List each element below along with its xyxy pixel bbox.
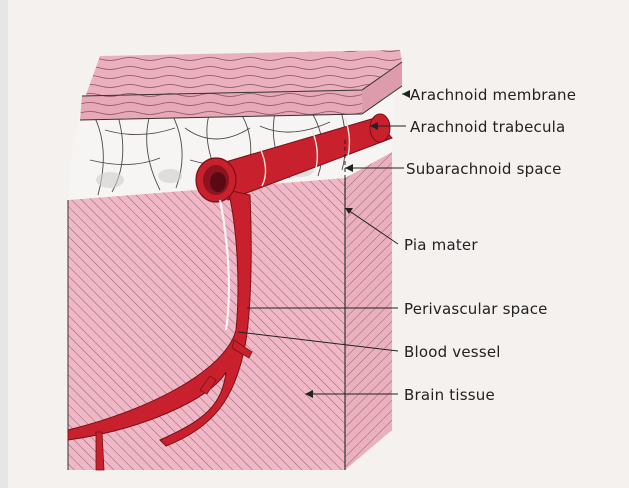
label-pia-mater: Pia mater	[404, 236, 478, 254]
label-perivascular-space: Perivascular space	[404, 300, 548, 318]
label-arachnoid-membrane: Arachnoid membrane	[410, 86, 576, 104]
arrowhead-arachnoid-membrane	[402, 90, 410, 98]
label-subarachnoid-space: Subarachnoid space	[406, 160, 562, 178]
label-brain-tissue: Brain tissue	[404, 386, 495, 404]
label-blood-vessel: Blood vessel	[404, 343, 501, 361]
arachnoid-membrane-slab	[80, 50, 402, 120]
label-arachnoid-trabecula: Arachnoid trabecula	[410, 118, 565, 136]
